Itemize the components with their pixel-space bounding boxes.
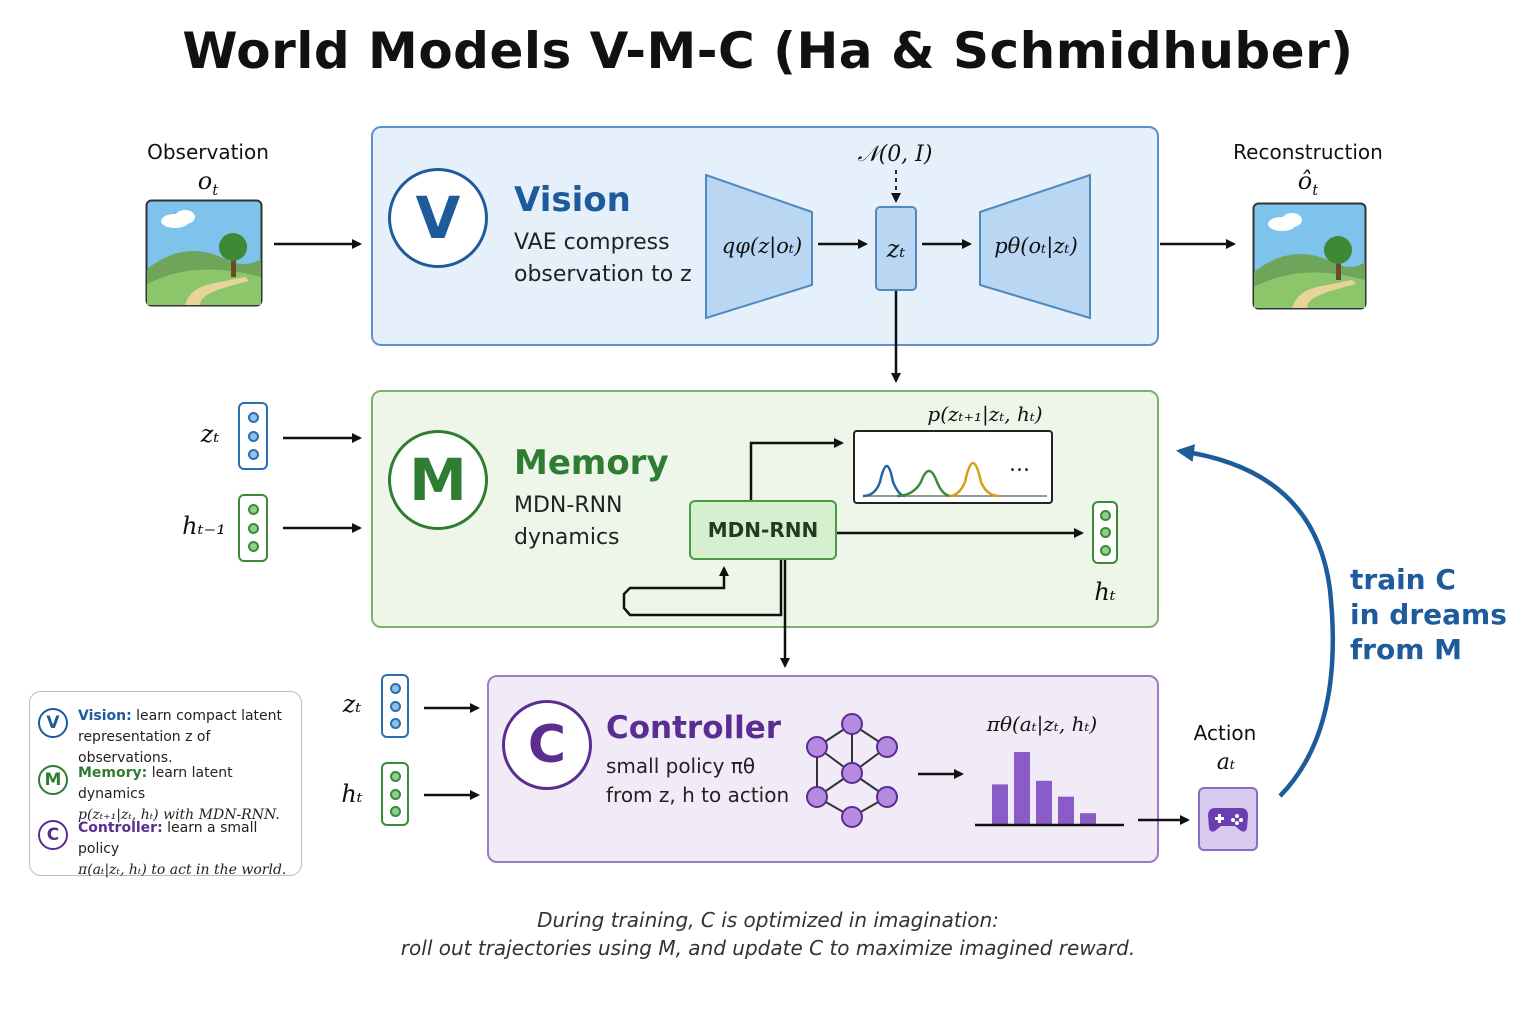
page-title: World Models V-M-C (Ha & Schmidhuber) xyxy=(182,22,1354,80)
legend-vision-badge: V xyxy=(38,708,68,738)
vision-badge: V xyxy=(388,168,488,268)
prior-label: 𝒩(0, I) xyxy=(857,142,933,167)
memory-input-h-label: hₜ₋₁ xyxy=(182,512,226,540)
mixture-component-yellow xyxy=(948,461,1000,498)
vae-shapes xyxy=(705,173,1091,320)
gamepad-icon xyxy=(1208,808,1248,832)
observation-symbol: ot xyxy=(197,167,219,199)
action-box xyxy=(1198,787,1258,851)
observation-image xyxy=(145,199,263,307)
controller-input-h-vector xyxy=(381,762,409,826)
mixture-component-blue xyxy=(862,464,906,498)
action-prob-bar xyxy=(1014,752,1030,824)
mixture-component-green xyxy=(896,469,952,498)
controller-input-z-vector xyxy=(381,674,409,738)
controller-input-h-label: hₜ xyxy=(341,780,363,808)
action-prob-bar xyxy=(1036,780,1052,824)
controller-badge: C xyxy=(502,700,592,790)
vision-title: Vision xyxy=(514,180,631,220)
action-symbol: aₜ xyxy=(1216,750,1236,775)
caption-line-1: During training, C is optimized in imagi… xyxy=(537,908,999,932)
decoder-label: pθ(oₜ|zₜ) xyxy=(994,234,1078,258)
action-prob-bar xyxy=(1080,813,1096,824)
memory-output-h-vector xyxy=(1092,501,1118,564)
encoder-trapezoid xyxy=(705,173,813,320)
controller-title: Controller xyxy=(606,710,782,746)
decoder-trapezoid xyxy=(979,173,1091,320)
action-distribution-plot xyxy=(975,752,1124,827)
action-prob-bar xyxy=(1058,796,1074,824)
mixture-plot: ... xyxy=(853,430,1053,504)
policy-network-icon xyxy=(806,713,898,828)
controller-panel xyxy=(487,675,1159,863)
mixture-ellipsis: ... xyxy=(1009,452,1030,477)
reconstruction-symbol: ôt xyxy=(1297,167,1319,199)
reconstruction-image xyxy=(1252,202,1367,310)
arrow-mdn-to-mixture xyxy=(749,438,844,500)
memory-input-z-vector xyxy=(238,402,268,470)
memory-output-h-label: hₜ xyxy=(1094,578,1116,606)
legend-controller-badge: C xyxy=(38,820,68,850)
caption-line-2: roll out trajectories using M, and updat… xyxy=(400,936,1136,960)
observation-label: Observation xyxy=(147,140,269,164)
controller-input-z-label: zₜ xyxy=(342,690,362,718)
mdn-rnn-block: MDN-RNN xyxy=(689,500,837,560)
arrow-recurrent-loop xyxy=(622,560,783,617)
mixture-label: p(zₜ₊₁|zₜ, hₜ) xyxy=(927,402,1043,426)
action-label: Action xyxy=(1193,721,1257,745)
reconstruction-label: Reconstruction xyxy=(1233,140,1383,164)
memory-badge: M xyxy=(388,430,488,530)
legend-memory-badge: M xyxy=(38,765,68,795)
policy-label: πθ(aₜ|zₜ, hₜ) xyxy=(986,712,1098,736)
latent-z-box: zₜ xyxy=(875,206,917,291)
memory-input-h-vector xyxy=(238,494,268,562)
arrow-train-in-dreams xyxy=(1176,444,1336,798)
memory-input-z-label: zₜ xyxy=(200,420,220,448)
encoder-label: qφ(z|oₜ) xyxy=(721,234,803,258)
action-prob-bar xyxy=(992,784,1008,824)
memory-title: Memory xyxy=(514,443,669,483)
